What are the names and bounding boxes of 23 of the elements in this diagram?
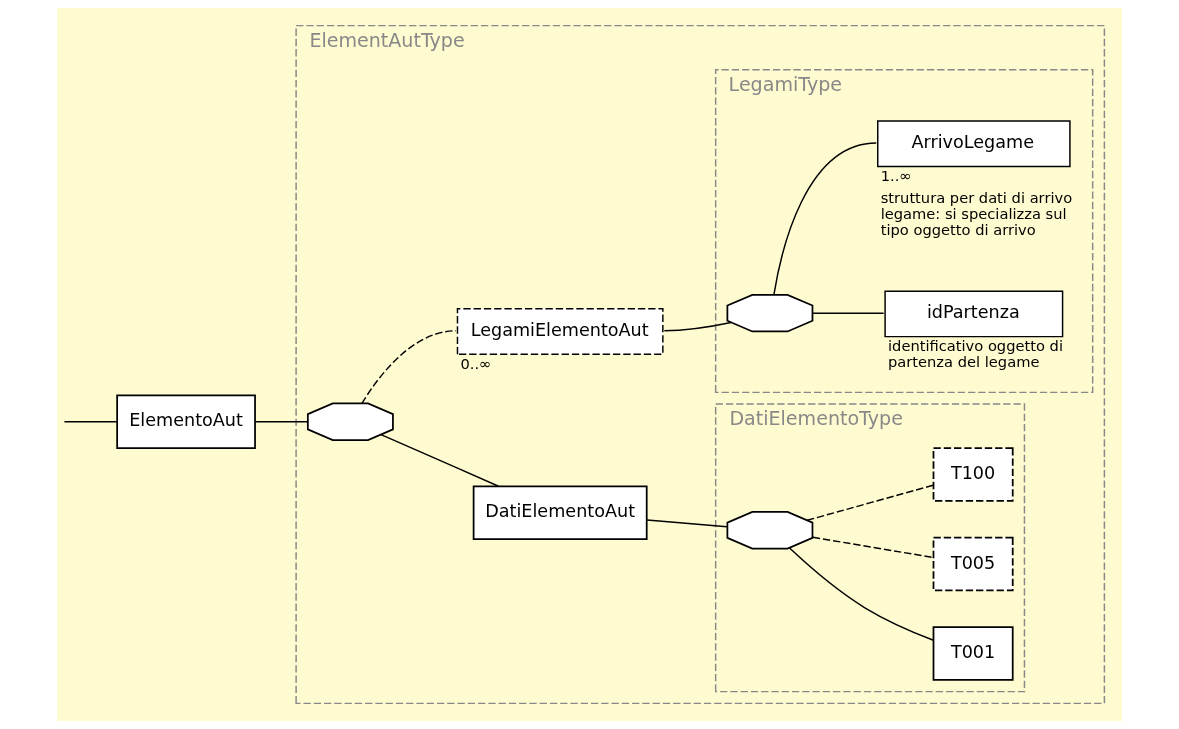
node-label: identificativo oggetto di partenza del legame: [888, 337, 1064, 371]
node-box: T005: [932, 536, 1014, 592]
connector: [361, 330, 457, 405]
connector: [254, 420, 309, 423]
node-label: 0..∞: [460, 354, 492, 372]
connector: [812, 312, 885, 314]
connector: [646, 519, 728, 528]
node-octagon: [306, 402, 394, 441]
node-label: struttura per dati di arrivo legame: si specializza sul tipo oggetto di arrivo: [880, 189, 1073, 239]
connector: [812, 536, 934, 559]
node-box: DatiElementoAut: [472, 485, 648, 540]
connector: [380, 433, 500, 487]
node-octagon: [726, 511, 814, 550]
node-box: T100: [932, 447, 1014, 502]
node-octagon: [726, 293, 814, 333]
connector: [63, 420, 118, 423]
connector: [788, 547, 935, 641]
node-box: T001: [932, 626, 1014, 681]
connector: [773, 142, 878, 296]
connector: [663, 321, 732, 332]
connector: [806, 484, 935, 522]
node-box: ElementoAut: [116, 394, 256, 449]
node-label: 1..∞: [880, 167, 912, 185]
